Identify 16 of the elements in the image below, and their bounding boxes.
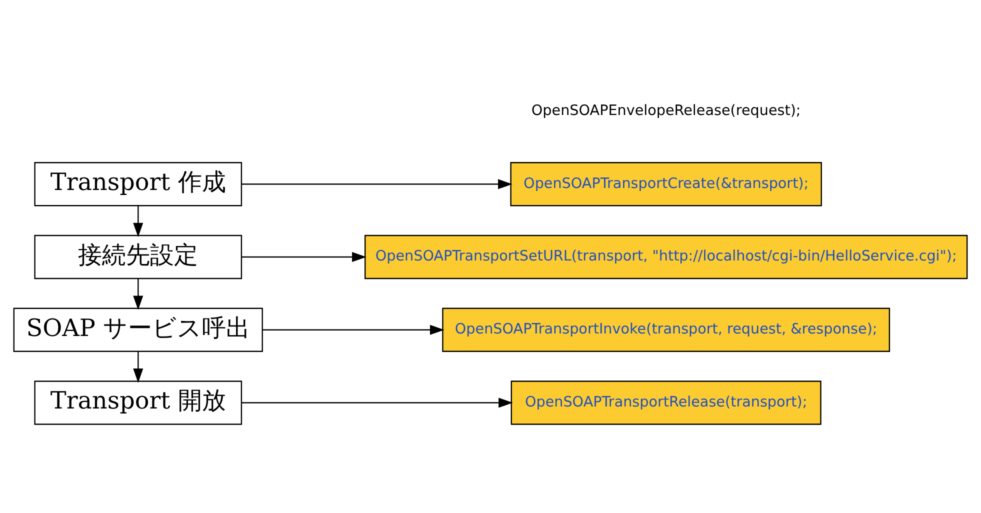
node-box: 接続先設定 bbox=[34, 234, 242, 279]
node-box: OpenSOAPTransportInvoke(transport, request, &response); bbox=[442, 307, 890, 352]
arrow bbox=[242, 178, 512, 189]
arrow bbox=[133, 278, 144, 310]
node-box: OpenSOAPTransportSetURL(transport, "http://localhost/cgi-bin/HelloService.cgi"); bbox=[364, 234, 968, 279]
arrow bbox=[133, 205, 144, 237]
arrow bbox=[242, 397, 513, 408]
arrow bbox=[262, 324, 444, 334]
node-box: SOAP サービス呼出 bbox=[13, 307, 263, 352]
arrow bbox=[242, 251, 366, 262]
node-box: Transport 開放 bbox=[34, 380, 242, 424]
node-box: Transport 作成 bbox=[34, 162, 242, 206]
arrow bbox=[133, 350, 144, 382]
label: OpenSOAPEnvelopeRelease(request); bbox=[531, 102, 801, 118]
node-box: OpenSOAPTransportRelease(transport); bbox=[510, 380, 822, 424]
node-box: OpenSOAPTransportCreate(&transport); bbox=[510, 162, 822, 206]
